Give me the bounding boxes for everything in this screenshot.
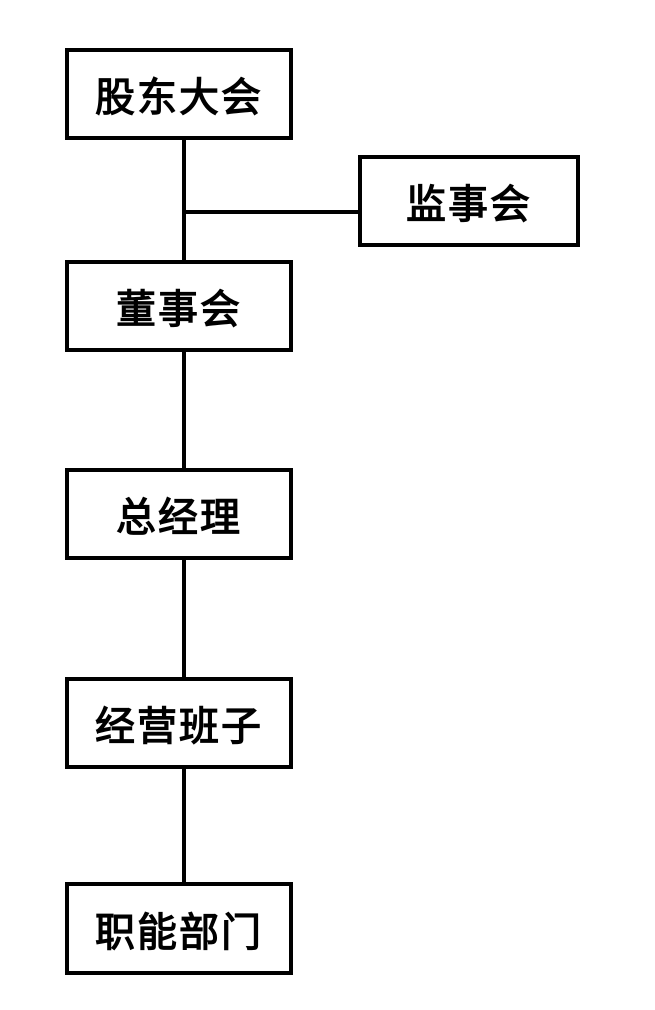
node-general-manager-label: 总经理 [116,496,242,540]
connector-general-manager-to-management-team [182,560,186,677]
node-supervisory-board: 监事会 [358,155,580,247]
node-general-manager: 总经理 [65,468,293,560]
node-shareholders-meeting-label: 股东大会 [95,76,263,120]
node-supervisory-board-label: 监事会 [406,183,532,227]
node-functional-departments-label: 职能部门 [95,910,263,955]
connector-board-to-general-manager [182,352,186,468]
node-board-of-directors-label: 董事会 [116,288,242,332]
node-management-team: 经营班子 [65,677,293,769]
node-functional-departments: 职能部门 [65,882,293,975]
connector-branch-to-supervisory-board [182,210,358,214]
node-management-team-label: 经营班子 [95,705,263,749]
connector-management-team-to-functional-departments [182,769,186,882]
node-shareholders-meeting: 股东大会 [65,48,293,140]
connector-shareholders-to-board [182,140,186,260]
node-board-of-directors: 董事会 [65,260,293,352]
